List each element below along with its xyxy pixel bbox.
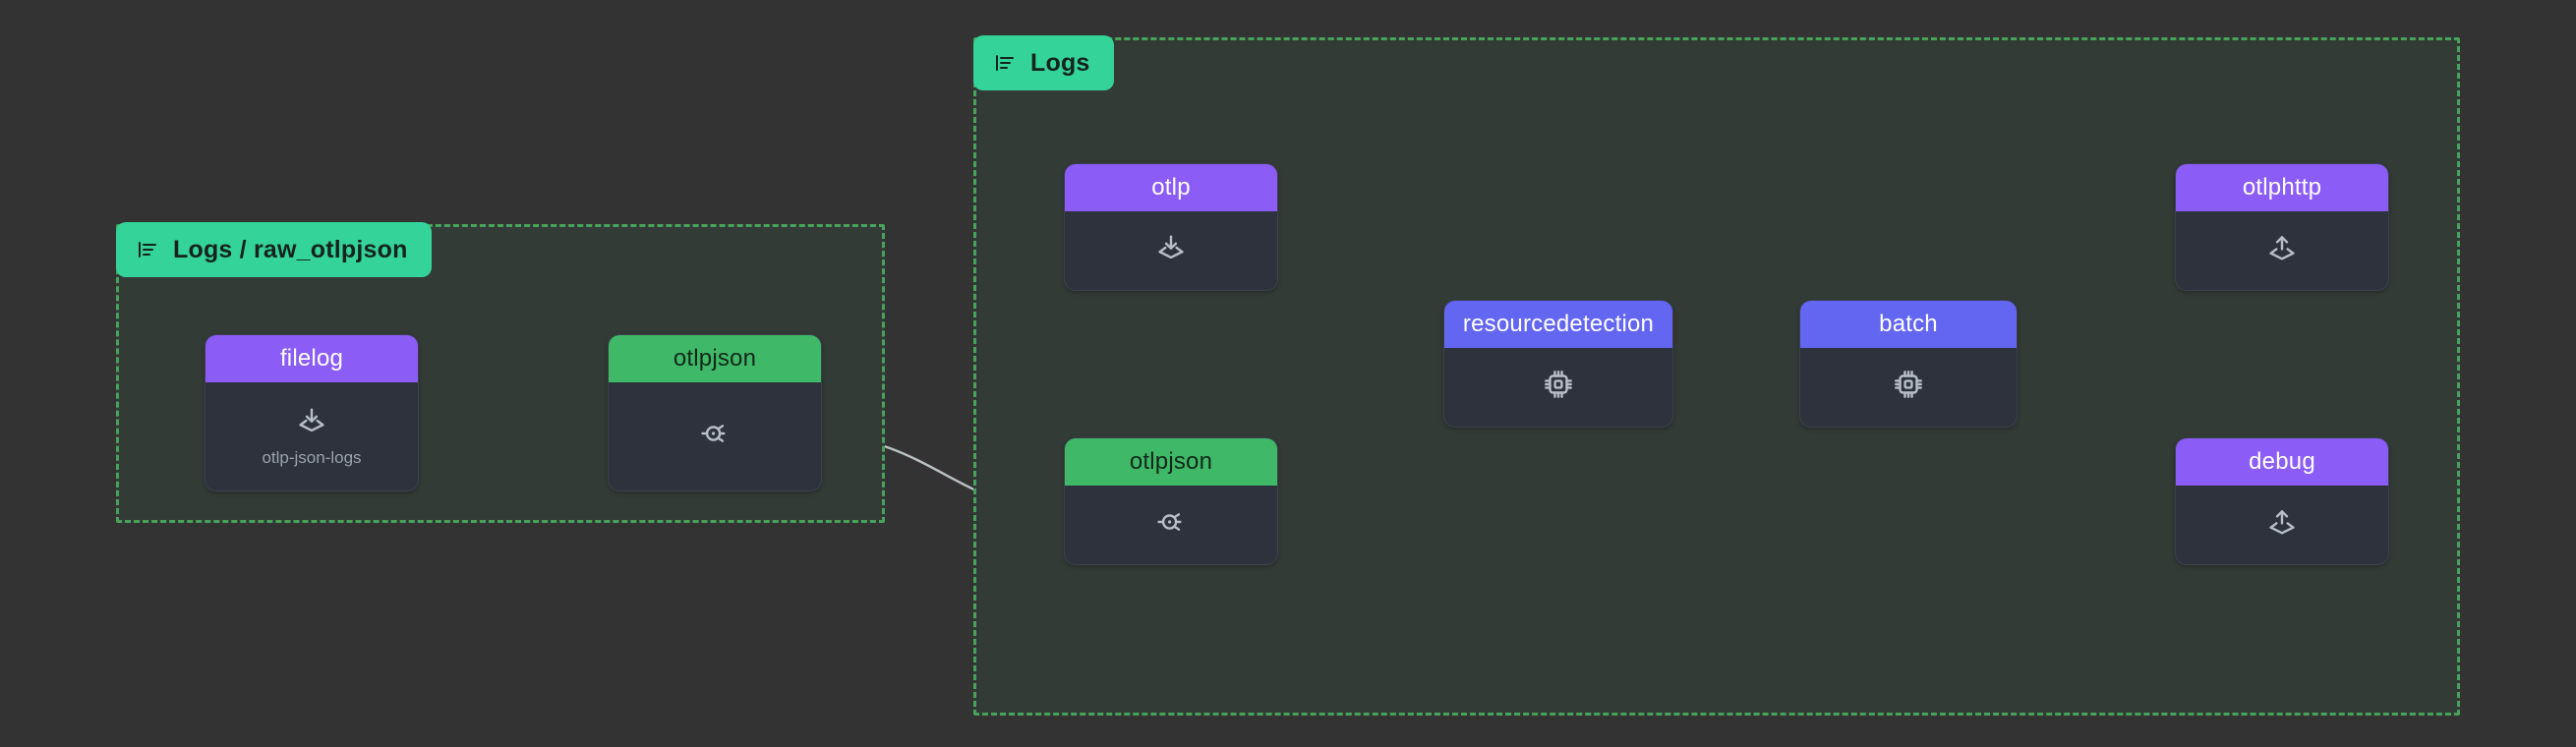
node-otlphttp-header: otlphttp [2176, 164, 2388, 211]
node-otlphttp-body [2176, 211, 2388, 290]
pipeline-group-logs[interactable] [973, 37, 2460, 716]
node-batch[interactable]: batch [1799, 300, 2018, 428]
node-debug-header: debug [2176, 438, 2388, 486]
node-debug-body [2176, 486, 2388, 564]
pipeline-badge-raw-otlpjson[interactable]: Logs / raw_otlpjson [116, 222, 432, 277]
node-otlpjson-raw-body [609, 382, 821, 490]
node-filelog[interactable]: filelog otlp-json-logs [205, 334, 419, 491]
connector-bug-icon [698, 417, 732, 455]
node-batch-body [1800, 348, 2017, 427]
node-otlpjson-logs-header: otlpjson [1065, 438, 1277, 486]
pipeline-badge-label: Logs [1030, 48, 1090, 77]
node-otlp-body [1065, 211, 1277, 290]
node-batch-title: batch [1879, 311, 1938, 337]
cpu-chip-icon [1892, 368, 1925, 406]
download-tray-icon [295, 404, 328, 442]
node-otlphttp[interactable]: otlphttp [2175, 163, 2389, 291]
node-otlphttp-title: otlphttp [2242, 174, 2322, 201]
node-otlp-title: otlp [1151, 174, 1191, 201]
node-otlp-header: otlp [1065, 164, 1277, 211]
node-filelog-title: filelog [279, 345, 344, 372]
cpu-chip-icon [1542, 368, 1575, 406]
node-debug[interactable]: debug [2175, 437, 2389, 565]
node-otlp[interactable]: otlp [1064, 163, 1278, 291]
pipeline-list-icon [136, 238, 159, 261]
node-resourcedetection-title: resourcedetection [1462, 311, 1655, 337]
node-otlpjson-logs[interactable]: otlpjson [1064, 437, 1278, 565]
node-filelog-body: otlp-json-logs [205, 382, 418, 490]
upload-tray-icon [2265, 505, 2299, 544]
pipeline-list-icon [993, 51, 1017, 75]
node-otlpjson-raw[interactable]: otlpjson [608, 334, 822, 491]
node-filelog-subtitle: otlp-json-logs [262, 447, 362, 467]
node-filelog-header: filelog [205, 335, 418, 382]
upload-tray-icon [2265, 231, 2299, 269]
node-debug-title: debug [2249, 448, 2315, 475]
node-resourcedetection-body [1444, 348, 1672, 427]
node-otlpjson-logs-title: otlpjson [1129, 448, 1213, 475]
node-resourcedetection[interactable]: resourcedetection [1443, 300, 1673, 428]
node-otlpjson-logs-body [1065, 486, 1277, 564]
pipeline-badge-logs[interactable]: Logs [973, 35, 1114, 90]
node-otlpjson-raw-header: otlpjson [609, 335, 821, 382]
download-tray-icon [1154, 231, 1188, 269]
node-batch-header: batch [1800, 301, 2017, 348]
connector-bug-icon [1154, 505, 1188, 544]
pipeline-badge-label: Logs / raw_otlpjson [173, 235, 408, 263]
node-resourcedetection-header: resourcedetection [1444, 301, 1672, 348]
node-otlpjson-raw-title: otlpjson [673, 345, 757, 372]
